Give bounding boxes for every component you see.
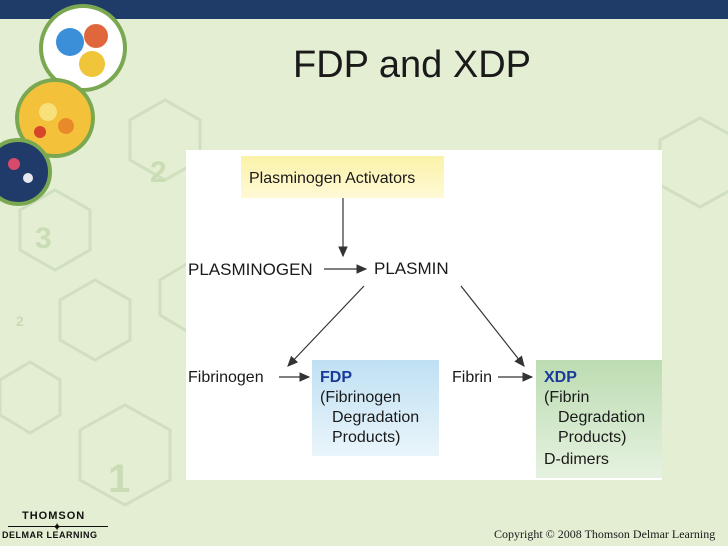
logo-rule: [8, 526, 108, 527]
slide-title: FDP and XDP: [293, 44, 531, 86]
fibrinolysis-diagram: Plasminogen Activators PLASMINOGEN PLASM…: [186, 150, 662, 480]
copyright-notice: Copyright © 2008 Thomson Delmar Learning: [494, 527, 716, 541]
fdp-box: [312, 360, 439, 456]
top-bar: [0, 0, 728, 19]
lab-photo-circles: [0, 4, 127, 206]
svg-text:3: 3: [35, 222, 52, 255]
fibrinogen-label: Fibrinogen: [188, 369, 264, 386]
xdp-line2: Degradation: [558, 409, 645, 426]
logo-star-icon: ✦: [52, 520, 63, 534]
plasminogen-label: PLASMINOGEN: [188, 260, 313, 279]
logo-line2: DELMAR LEARNING: [2, 530, 98, 540]
plasmin-label: PLASMIN: [374, 259, 449, 278]
activators-box: [241, 156, 444, 198]
fdp-line2: Degradation: [332, 409, 419, 426]
xdp-box: [536, 360, 662, 478]
xdp-line1: (Fibrin: [544, 389, 589, 406]
logo-line1: THOMSON: [22, 510, 86, 522]
fdp-line3: Products): [332, 429, 400, 446]
xdp-heading: XDP: [544, 369, 577, 386]
fdp-line1: (Fibrinogen: [320, 389, 401, 406]
fdp-heading: FDP: [320, 369, 352, 386]
plasmin-to-fdp-arrow: [287, 285, 365, 367]
xdp-line3: Products): [558, 429, 626, 446]
svg-text:2: 2: [16, 313, 24, 329]
fibrin-label: Fibrin: [452, 369, 492, 386]
plasmin-to-xdp-arrow: [460, 285, 525, 367]
activators-label: Plasminogen Activators: [249, 170, 415, 187]
xdp-line4: D-dimers: [544, 451, 609, 468]
svg-text:1: 1: [108, 457, 130, 501]
svg-text:2: 2: [150, 156, 167, 189]
thomson-delmar-logo: THOMSON ✦ DELMAR LEARNING: [0, 506, 140, 546]
